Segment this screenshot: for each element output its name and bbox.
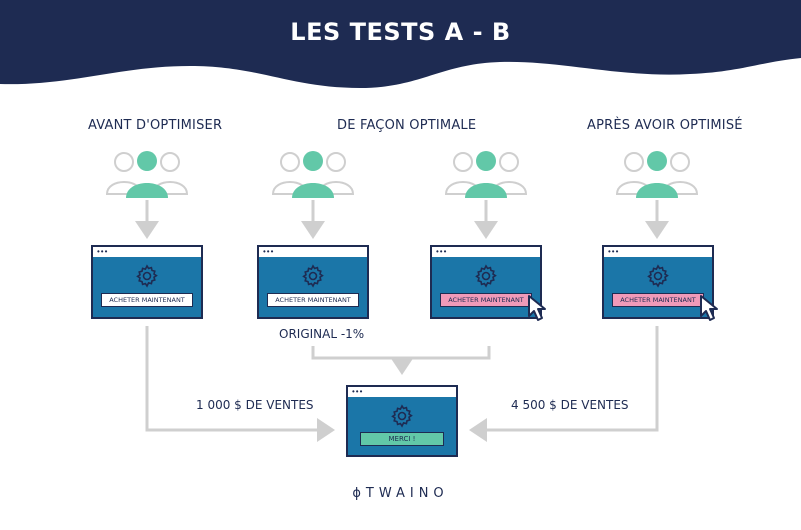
browser-window-thanks: ••• MERCI ! (346, 385, 458, 457)
users-group-icon (105, 151, 189, 198)
header-banner (0, 0, 801, 88)
brand-logo: ϕTWAINO (0, 486, 801, 501)
gear-icon (475, 264, 497, 288)
gear-icon (391, 404, 413, 428)
buy-now-button[interactable]: ACHETER MAINTENANT (101, 293, 193, 307)
heading-optimal: DE FAÇON OPTIMALE (337, 118, 477, 133)
thanks-button[interactable]: MERCI ! (360, 432, 444, 446)
buy-now-button[interactable]: ACHETER MAINTENANT (440, 293, 532, 307)
browser-window-original: ••• ACHETER MAINTENANT (257, 245, 369, 319)
buy-now-button[interactable]: ACHETER MAINTENANT (267, 293, 359, 307)
users-group-icon (271, 151, 355, 198)
browser-window-before: ••• ACHETER MAINTENANT (91, 245, 203, 319)
gear-icon (136, 264, 158, 288)
browser-window-variant: ••• ACHETER MAINTENANT (430, 245, 542, 319)
buy-now-button[interactable]: ACHETER MAINTENANT (612, 293, 704, 307)
logo-mark-icon: ϕ (352, 486, 366, 501)
gear-icon (647, 264, 669, 288)
sales-after-label: 4 500 $ DE VENTES (511, 398, 629, 412)
heading-before: AVANT D'OPTIMISER (88, 118, 223, 133)
gear-icon (302, 264, 324, 288)
browser-window-after: ••• ACHETER MAINTENANT (602, 245, 714, 319)
sales-before-label: 1 000 $ DE VENTES (196, 398, 314, 412)
users-group-icon (615, 151, 699, 198)
logo-text: TWAINO (365, 486, 449, 501)
original-label: ORIGINAL -1% (279, 327, 365, 341)
cursor-pointer-icon (528, 295, 546, 321)
cursor-pointer-icon (700, 295, 718, 321)
page-title: LES TESTS A - B (290, 18, 511, 46)
heading-after: APRÈS AVOIR OPTIMISÉ (587, 118, 743, 133)
users-group-icon (444, 151, 528, 198)
